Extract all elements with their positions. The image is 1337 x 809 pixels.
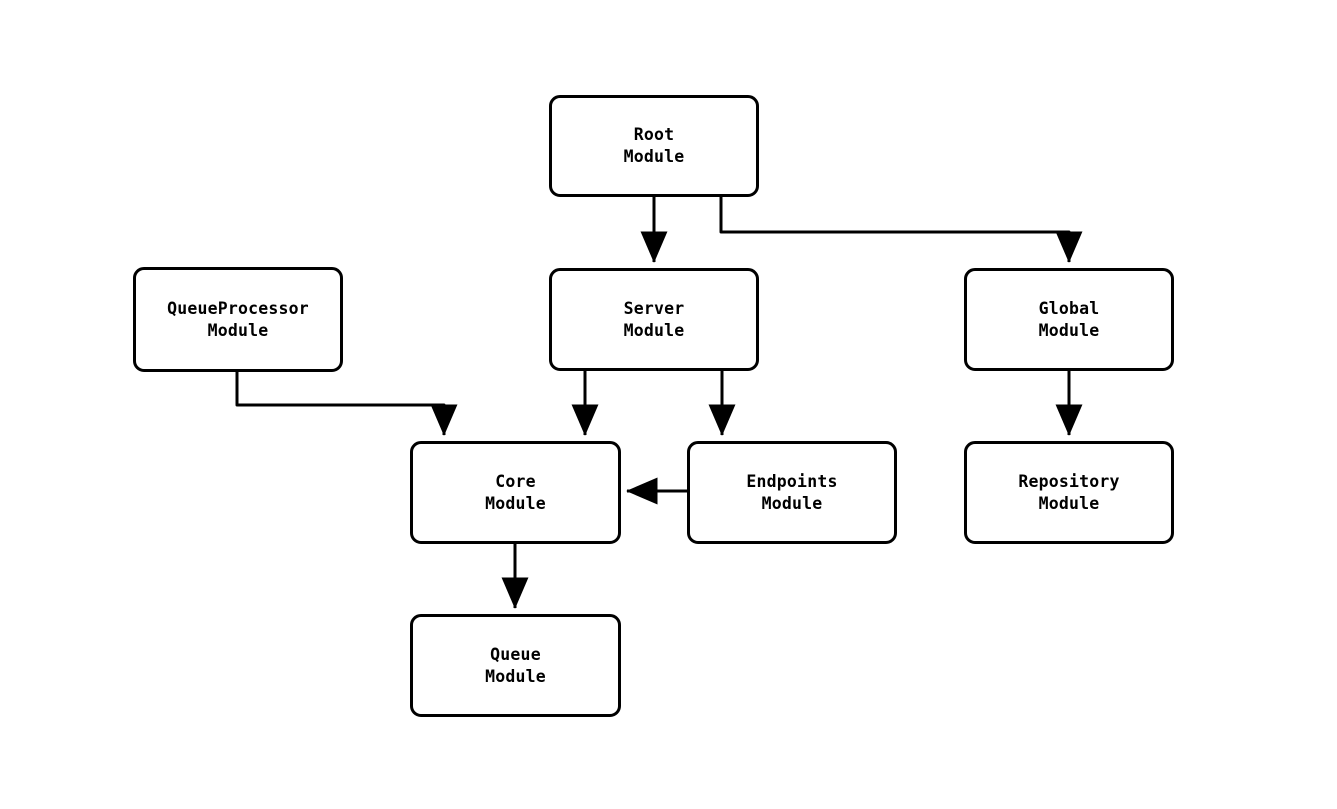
node-label-secondary: Module	[485, 493, 546, 513]
node-label-secondary: Module	[623, 320, 685, 340]
edge-root-to-global	[719, 197, 1083, 263]
node-label-primary: Core	[495, 471, 536, 491]
node-label-secondary: Module	[485, 666, 546, 686]
node-label-primary: Server	[623, 298, 685, 318]
node-label-primary: Root	[633, 125, 675, 144]
node-label-primary: Queue	[490, 644, 541, 664]
node-label-secondary: Module	[207, 320, 269, 340]
node-label-primary: Global	[1038, 298, 1100, 318]
node-label-secondary: Module	[1038, 320, 1100, 340]
node-label-secondary: Module	[623, 147, 685, 166]
node-label-secondary: Module	[761, 493, 823, 513]
node-label-primary: QueueProcessor	[167, 298, 309, 318]
node-label-primary: Endpoints	[746, 471, 838, 491]
node-label-secondary: Module	[1038, 493, 1100, 513]
edge-queueprocessor-to-core	[235, 372, 458, 436]
node-label-primary: Repository	[1018, 471, 1120, 491]
